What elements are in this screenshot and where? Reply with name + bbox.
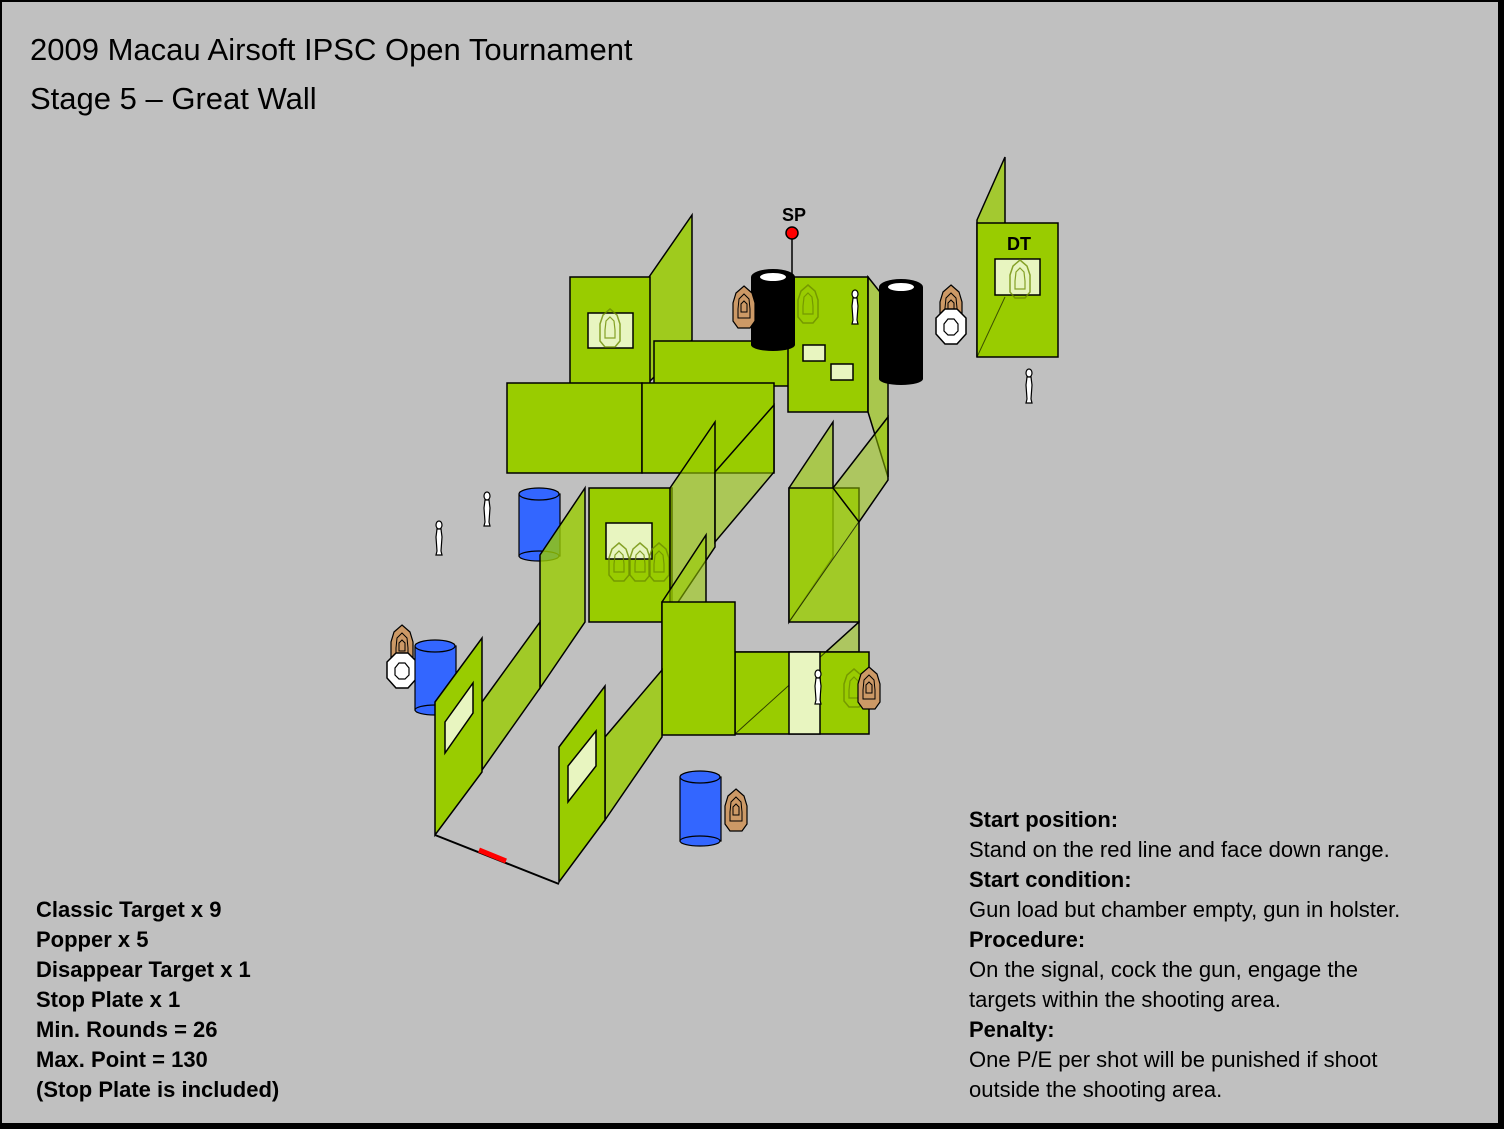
start-position-text: Stand on the red line and face down rang… <box>969 837 1390 862</box>
start-red-line <box>478 847 507 864</box>
wall-window <box>830 363 854 381</box>
procedure-text-line-2: targets within the shooting area. <box>969 987 1281 1012</box>
stage-briefing: Start position: Stand on the red line an… <box>969 805 1400 1105</box>
wall-window <box>788 651 821 735</box>
disappear-target-label: DT <box>1007 234 1031 254</box>
popper-target <box>814 669 822 705</box>
no-shoot-target <box>935 308 967 345</box>
classic-target <box>732 285 756 329</box>
penalty-heading: Penalty: <box>969 1017 1055 1042</box>
shooting-area-walls <box>434 619 663 885</box>
middle-walls <box>539 403 889 704</box>
summary-line: Classic Target x 9 <box>36 897 222 922</box>
popper-target <box>851 289 859 325</box>
popper-target <box>1025 368 1033 404</box>
wall-window <box>444 680 474 756</box>
summary-line: Disappear Target x 1 <box>36 957 251 982</box>
wall-window <box>605 522 653 560</box>
page-title: 2009 Macau Airsoft IPSC Open Tournament <box>30 32 633 67</box>
penalty-text-line-2: outside the shooting area. <box>969 1077 1223 1102</box>
summary-line: Stop Plate x 1 <box>36 987 181 1012</box>
summary-line: Min. Rounds = 26 <box>36 1017 218 1042</box>
start-condition-text: Gun load but chamber empty, gun in holst… <box>969 897 1401 922</box>
summary-line: Max. Point = 130 <box>36 1047 208 1072</box>
penalty-text-line-1: One P/E per shot will be punished if sho… <box>969 1047 1378 1072</box>
tire-stack-left <box>751 269 795 351</box>
wall-window <box>802 344 826 362</box>
start-point-label: SP <box>782 205 806 225</box>
disappear-target-window <box>994 258 1041 296</box>
disappear-target-structure: DT <box>976 156 1059 358</box>
popper-target <box>435 520 443 556</box>
stage-subtitle: Stage 5 – Great Wall <box>30 81 317 116</box>
stage-summary: Classic Target x 9 Popper x 5 Disappear … <box>36 895 279 1105</box>
summary-line: Popper x 5 <box>36 927 149 952</box>
classic-target <box>724 788 748 832</box>
back-walls <box>506 212 889 478</box>
wall-window <box>587 312 634 349</box>
start-position-heading: Start position: <box>969 807 1119 832</box>
classic-target <box>857 666 881 710</box>
barrel-lower <box>679 770 722 847</box>
summary-line: (Stop Plate is included) <box>36 1077 280 1102</box>
tire-stack-right <box>879 279 923 385</box>
start-condition-heading: Start condition: <box>969 867 1132 892</box>
popper-target <box>483 491 491 527</box>
no-shoot-target <box>386 652 418 689</box>
wall-window <box>567 728 597 805</box>
procedure-text-line-1: On the signal, cock the gun, engage the <box>969 957 1358 982</box>
procedure-heading: Procedure: <box>969 927 1086 952</box>
start-point-marker: SP <box>782 205 806 274</box>
lower-right-walls <box>661 601 870 736</box>
